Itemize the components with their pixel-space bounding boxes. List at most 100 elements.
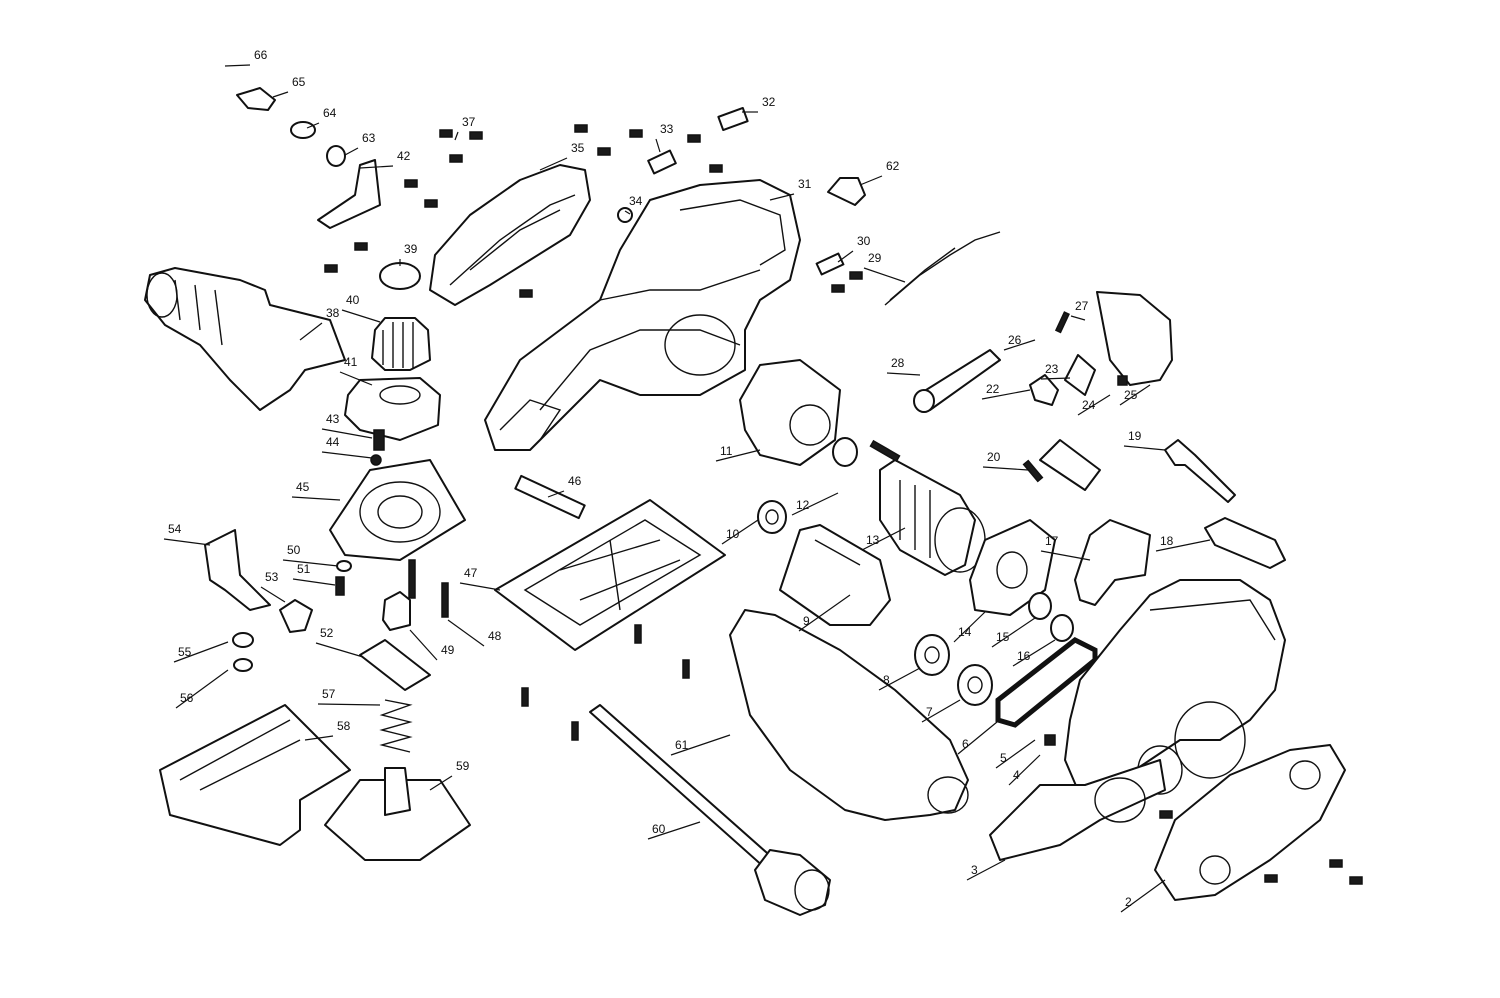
leader-line-2	[1120, 879, 1166, 913]
leader-line-31	[769, 193, 795, 201]
main-housing	[484, 179, 801, 451]
part-33	[647, 149, 677, 175]
callout-54: 54	[168, 522, 182, 536]
leader-line-14	[953, 611, 986, 643]
base-plate	[494, 499, 726, 651]
callout-20: 20	[987, 450, 1001, 464]
callout-38: 38	[326, 306, 340, 320]
callout-11: 11	[720, 444, 733, 458]
callout-30: 30	[857, 234, 871, 248]
screw	[1264, 874, 1278, 883]
callout-42: 42	[397, 149, 411, 163]
callout-3: 3	[971, 863, 978, 877]
callout-41: 41	[344, 355, 358, 369]
screw	[849, 271, 863, 280]
callout-4: 4	[1013, 768, 1020, 782]
dust-spout	[144, 267, 346, 411]
base-3	[989, 759, 1166, 861]
armature	[879, 459, 986, 576]
part-43	[373, 429, 385, 451]
screw	[869, 439, 901, 463]
leader-line-30	[837, 250, 854, 263]
callout-40: 40	[346, 293, 360, 307]
block-20	[1039, 439, 1101, 491]
leader-line-65	[272, 91, 289, 98]
callout-50: 50	[287, 543, 301, 557]
dust-bag	[729, 609, 969, 821]
leader-line-29	[863, 267, 906, 283]
callout-24: 24	[1082, 398, 1096, 412]
callout-64: 64	[323, 106, 337, 120]
callout-8: 8	[883, 673, 890, 687]
leader-line-38	[299, 322, 323, 341]
leader-line-45	[291, 496, 341, 501]
screws	[324, 124, 1363, 885]
leader-line-47	[459, 582, 501, 591]
leader-line-53	[260, 586, 286, 603]
callout-46: 46	[568, 474, 582, 488]
shaft-28	[913, 349, 1001, 413]
shaft-assembly	[359, 591, 431, 691]
callout-58: 58	[337, 719, 351, 733]
callout-48: 48	[488, 629, 502, 643]
leader-line-57	[317, 703, 381, 706]
lower-pad	[324, 767, 471, 861]
callout-63: 63	[362, 131, 376, 145]
screw	[404, 179, 418, 188]
leader-line-9	[798, 594, 851, 632]
switch-cover-62	[827, 177, 866, 206]
leader-line-11	[715, 449, 761, 462]
callout-16: 16	[1017, 649, 1031, 663]
screw	[324, 264, 338, 273]
screw	[634, 624, 642, 644]
leader-line-44	[321, 451, 373, 459]
screw	[469, 131, 483, 140]
screw	[1054, 311, 1070, 334]
callout-19: 19	[1128, 429, 1142, 443]
leader-line-12	[791, 492, 839, 516]
screw	[571, 721, 579, 741]
screw	[441, 582, 449, 618]
leader-line-60	[647, 821, 701, 840]
screw	[709, 164, 723, 173]
callout-35: 35	[571, 141, 585, 155]
callout-5: 5	[1000, 751, 1007, 765]
callout-49: 49	[441, 643, 455, 657]
part-55	[232, 632, 254, 648]
leader-line-26	[1003, 339, 1036, 351]
leader-line-37	[454, 131, 459, 141]
leader-line-42	[359, 165, 394, 169]
handle-18	[1204, 517, 1286, 569]
callout-43: 43	[326, 412, 340, 426]
callout-47: 47	[464, 566, 478, 580]
callout-52: 52	[320, 626, 334, 640]
part-53	[279, 599, 313, 633]
screw	[1117, 375, 1128, 386]
leader-line-35	[539, 157, 568, 171]
callout-33: 33	[660, 122, 674, 136]
leader-line-49	[409, 629, 438, 661]
leader-line-23	[1040, 377, 1071, 380]
leader-line-6	[957, 721, 998, 755]
leader-line-48	[447, 619, 485, 647]
part-32	[717, 106, 749, 132]
power-cord	[884, 231, 1001, 306]
leader-line-10	[721, 519, 759, 545]
screw	[687, 134, 701, 143]
bearing-10	[757, 500, 787, 534]
leader-line-56	[175, 669, 229, 709]
callout-32: 32	[762, 95, 776, 109]
leader-line-34	[624, 210, 631, 215]
leader-line-5	[995, 739, 1036, 769]
callout-62: 62	[886, 159, 900, 173]
leader-line-25	[1119, 384, 1151, 406]
callout-14: 14	[958, 625, 972, 639]
part-22	[1029, 374, 1059, 406]
leader-line-50	[282, 559, 339, 567]
leader-line-54	[163, 538, 211, 546]
leader-line-55	[173, 641, 229, 663]
leader-line-3	[966, 859, 1006, 881]
motor	[739, 359, 841, 466]
